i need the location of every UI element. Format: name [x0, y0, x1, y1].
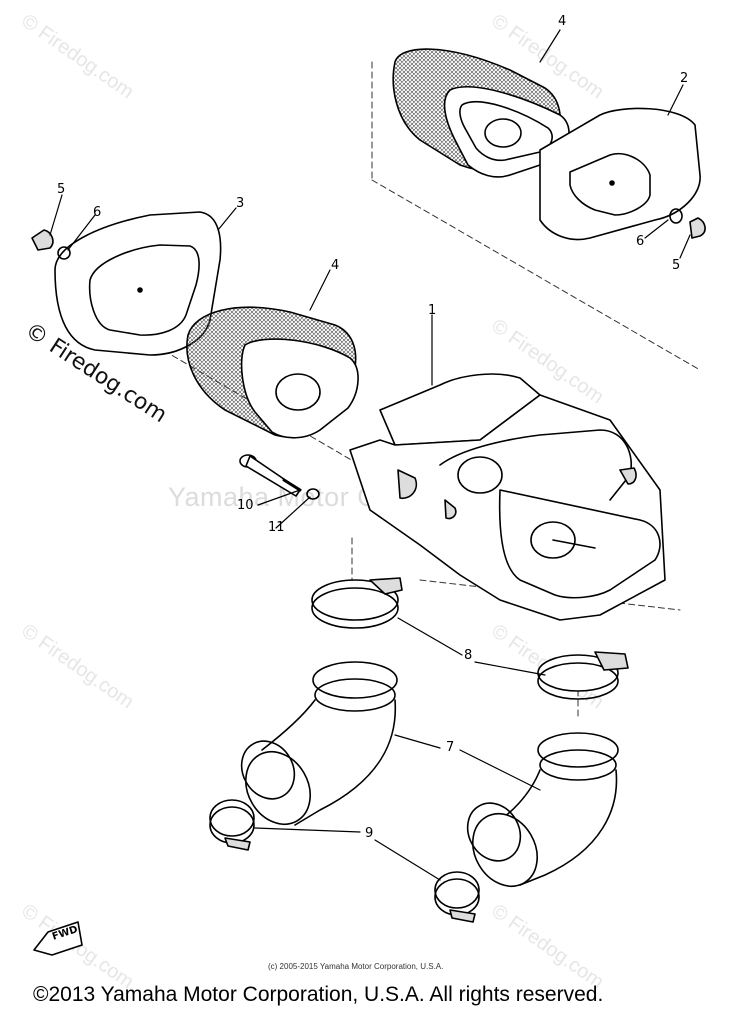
callout-8: 8 — [464, 648, 473, 663]
small-copyright: (c) 2005-2015 Yamaha Motor Corporation, … — [268, 962, 444, 971]
small-clamp-right — [434, 871, 480, 923]
hose-clamp-right — [537, 651, 629, 700]
bolt-washer-left — [31, 229, 71, 260]
small-clamp-left — [209, 799, 255, 851]
callout-6-right: 6 — [636, 234, 645, 249]
callout-5-right: 5 — [672, 258, 681, 273]
callout-4-upper: 4 — [558, 14, 567, 29]
leader-lines — [49, 29, 691, 881]
air-filter-element-lower — [186, 306, 359, 439]
intake-joint-left — [240, 661, 398, 826]
intake-joint-right — [466, 732, 619, 887]
callout-9: 9 — [365, 826, 374, 841]
callout-6-left: 6 — [93, 205, 102, 220]
callout-3: 3 — [236, 196, 245, 211]
cover-plate-right — [539, 107, 701, 241]
callout-7: 7 — [446, 740, 455, 755]
callout-2: 2 — [680, 71, 689, 86]
callout-5-left: 5 — [57, 182, 66, 197]
hose-clamp-upper — [311, 577, 403, 629]
fwd-arrow-icon — [33, 921, 83, 956]
callout-4-lower: 4 — [331, 258, 340, 273]
air-cleaner-case — [349, 373, 666, 621]
cover-plate-left — [54, 211, 222, 356]
bolt-washer-right — [669, 208, 706, 239]
callout-11: 11 — [268, 520, 285, 535]
callout-1: 1 — [428, 303, 437, 318]
footer-copyright: ©2013 Yamaha Motor Corporation, U.S.A. A… — [33, 983, 604, 1006]
long-bolt — [239, 454, 320, 500]
callout-10: 10 — [237, 498, 254, 513]
